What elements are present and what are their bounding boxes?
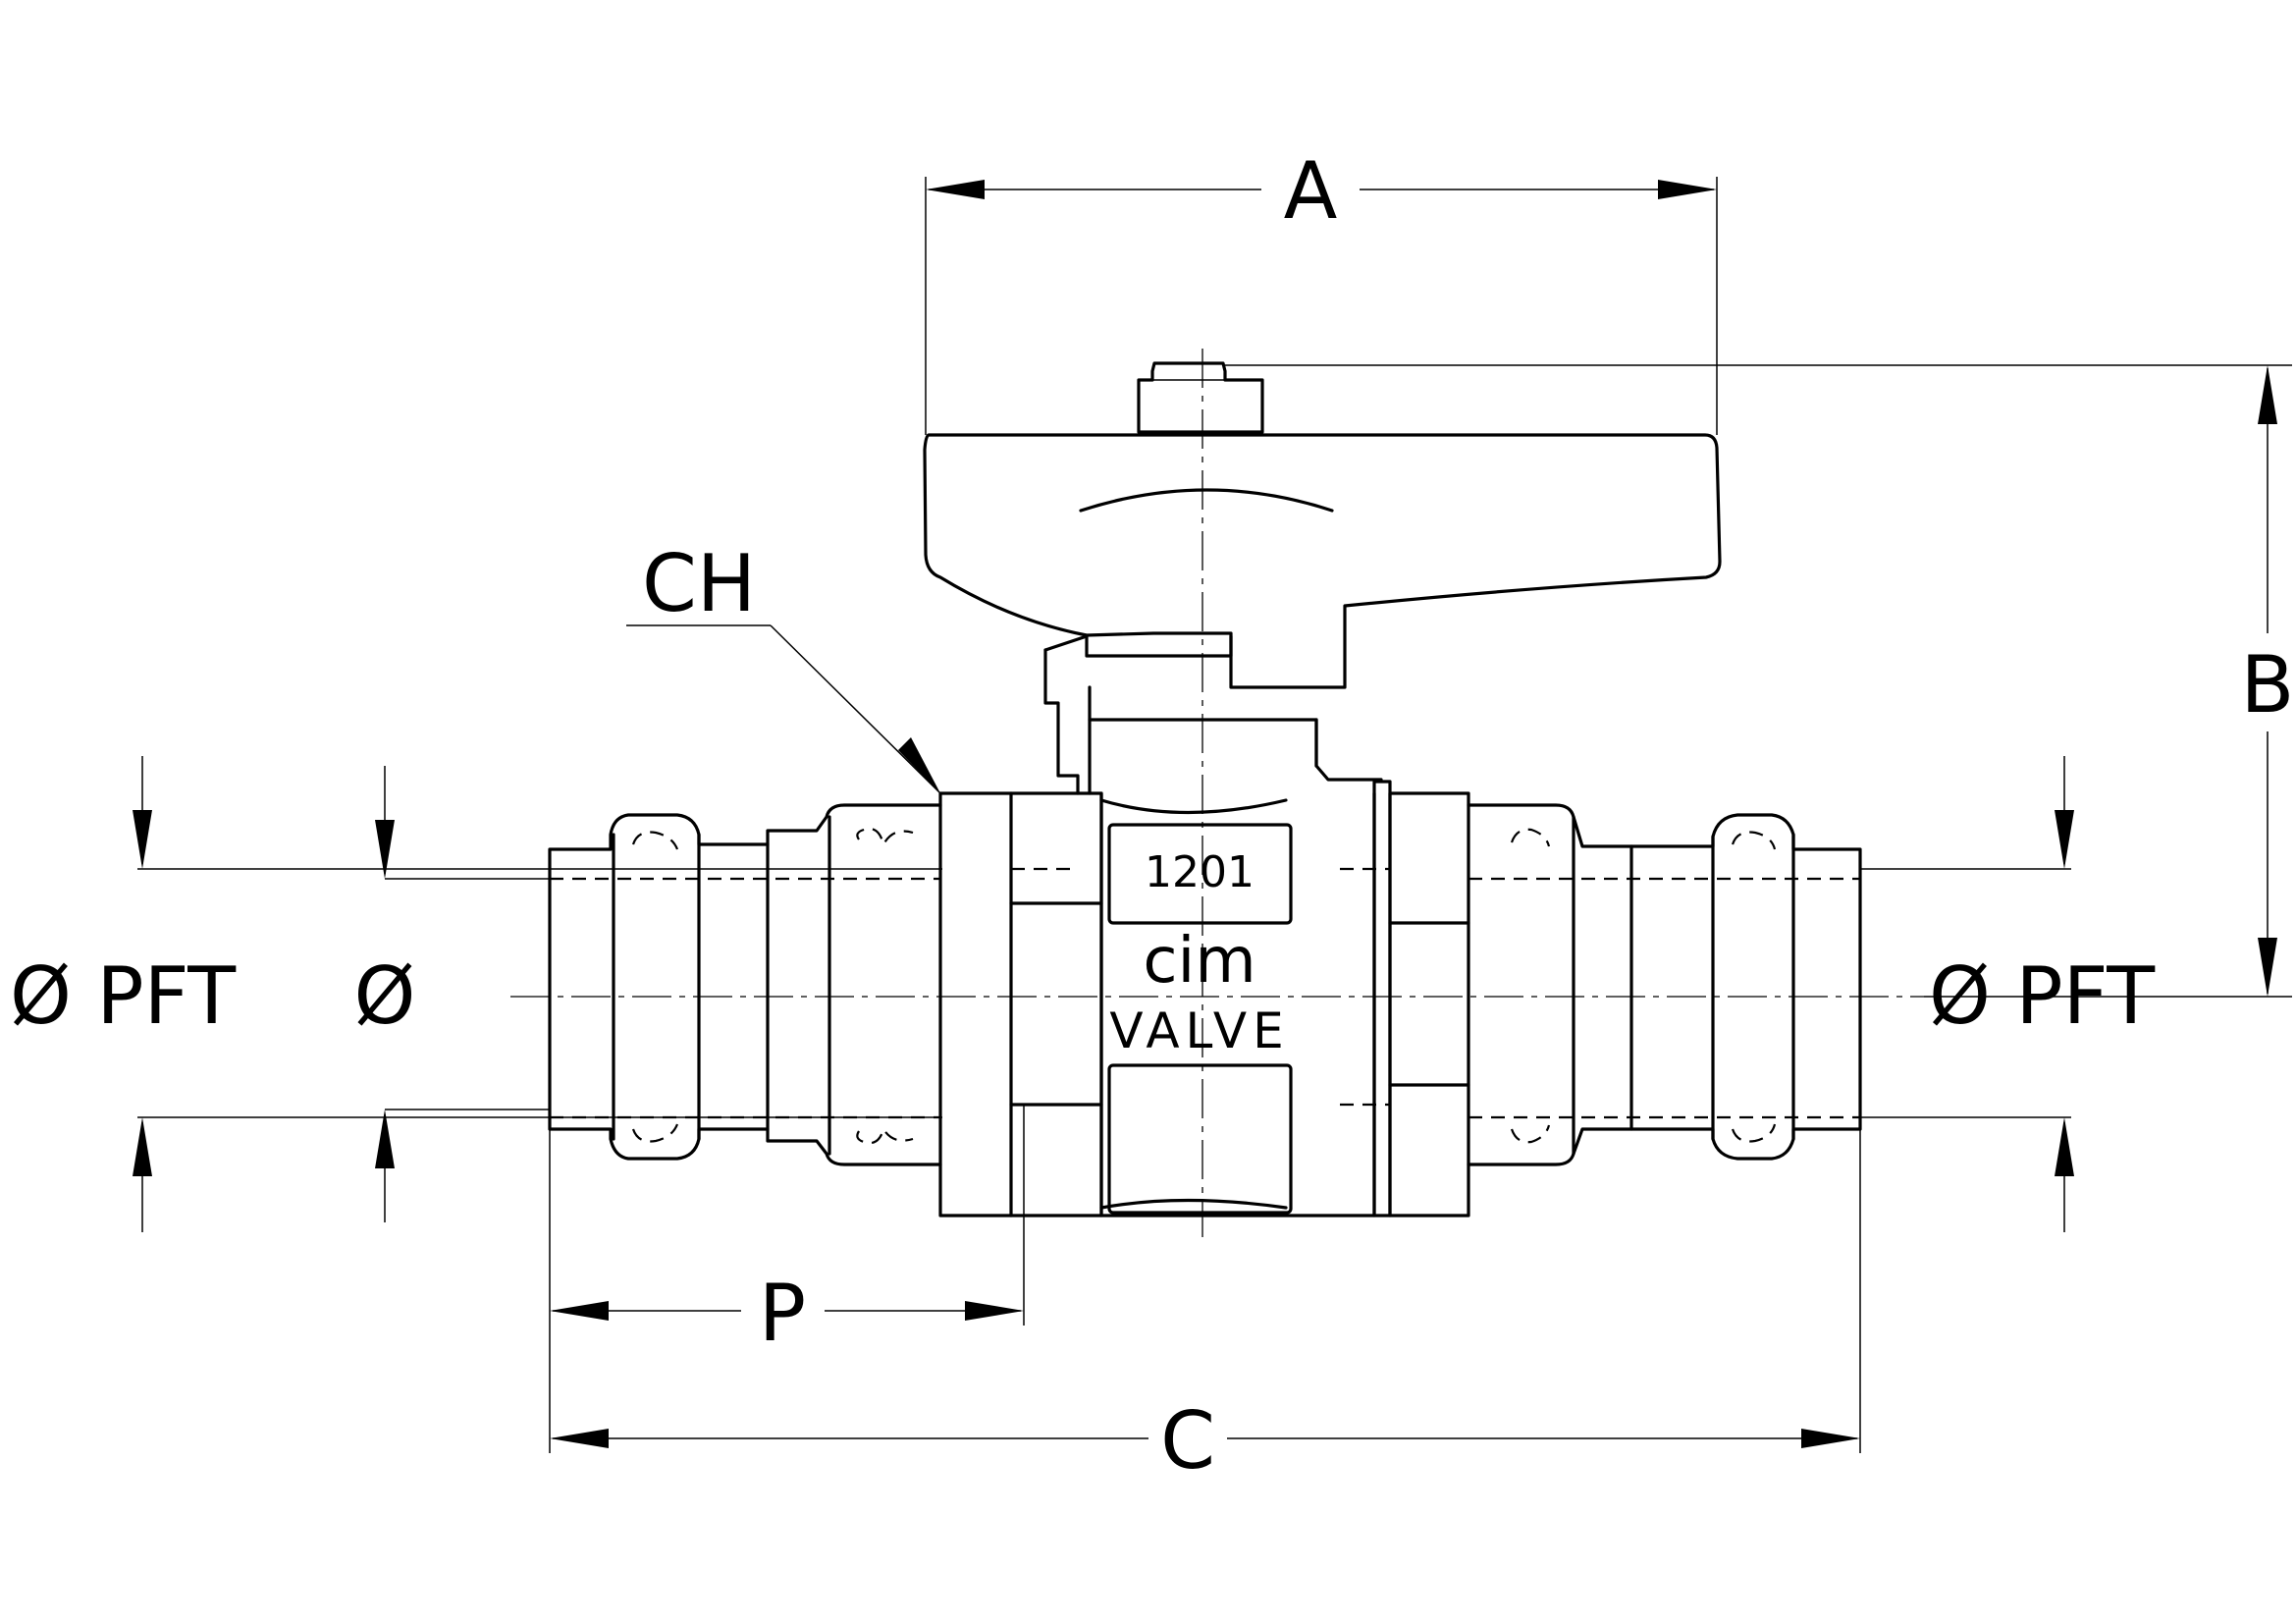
dimension-p: P bbox=[550, 1105, 1025, 1359]
left-pipe bbox=[548, 813, 770, 1161]
stem-key bbox=[1043, 648, 1080, 795]
dimension-b-label: B bbox=[2241, 639, 2295, 731]
dimension-a: A bbox=[925, 145, 1718, 435]
right-hex-nut bbox=[1388, 791, 1470, 1218]
right-outer-diameter-label: Ø PFT bbox=[1929, 950, 2156, 1042]
butterfly-lever bbox=[923, 433, 1722, 689]
right-press-fitting bbox=[1467, 803, 1862, 1166]
dimension-p-label: P bbox=[759, 1268, 806, 1359]
left-diameter-dimensions: Ø PFT Ø bbox=[10, 756, 942, 1232]
handle-assembly bbox=[923, 361, 1722, 795]
left-press-fitting bbox=[548, 803, 942, 1166]
dimension-b: B bbox=[1225, 364, 2295, 998]
stem-neck bbox=[1088, 685, 1383, 782]
centerlines bbox=[510, 349, 1924, 1237]
stem-gland bbox=[1043, 634, 1233, 658]
dimension-a-label: A bbox=[1284, 145, 1338, 237]
dimension-ch: CH bbox=[626, 538, 941, 794]
left-socket bbox=[766, 803, 942, 1166]
maker-marking: VALVE bbox=[1109, 1002, 1289, 1059]
valve-body: 1201 cim VALVE bbox=[938, 780, 1470, 1218]
lever-boss bbox=[1079, 488, 1334, 513]
right-diameter-dimensions: Ø PFT bbox=[1860, 756, 2156, 1232]
dimension-c: C bbox=[549, 1129, 1861, 1487]
left-hex-nut bbox=[938, 791, 1103, 1218]
right-collar bbox=[1372, 780, 1392, 1218]
body-nameplate-upper bbox=[1107, 823, 1293, 925]
right-socket bbox=[1467, 803, 1633, 1166]
brand-logo: cim bbox=[1143, 925, 1255, 998]
stem-nut bbox=[1137, 361, 1264, 434]
dimension-ch-label: CH bbox=[642, 538, 756, 629]
model-number: 1201 bbox=[1145, 847, 1255, 897]
body-nameplate-lower bbox=[1107, 1063, 1293, 1215]
left-outer-diameter-label: Ø PFT bbox=[10, 950, 237, 1042]
dimension-c-label: C bbox=[1160, 1395, 1215, 1487]
right-pipe bbox=[1629, 813, 1862, 1161]
left-inner-diameter-label: Ø bbox=[354, 950, 416, 1042]
